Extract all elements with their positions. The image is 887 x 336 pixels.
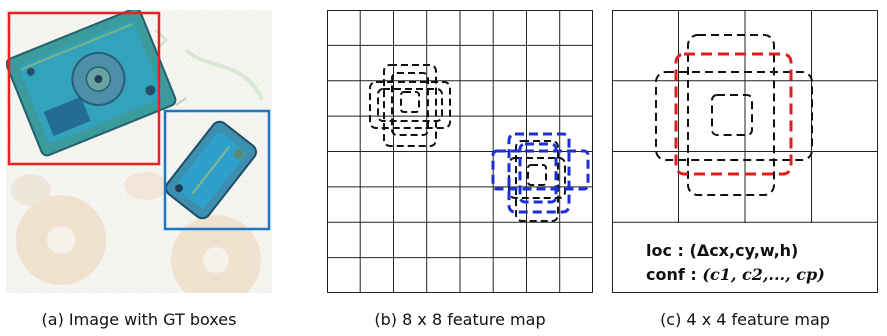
- caption-b: (b) 8 x 8 feature map: [327, 308, 593, 332]
- caption-a: (a) Image with GT boxes: [6, 308, 272, 332]
- caption-c: (c) 4 x 4 feature map: [612, 308, 878, 332]
- feature-map-8x8: [327, 10, 593, 293]
- conf-formula: (c1, c2,..., cp): [702, 265, 824, 284]
- loc-label: loc : (Δcx,cy,w,h): [646, 241, 798, 260]
- conf-label: conf : (c1, c2,..., cp): [646, 265, 825, 284]
- feature-map-4x4: loc : (Δcx,cy,w,h) conf : (c1, c2,..., c…: [612, 10, 878, 293]
- conf-prefix: conf :: [646, 265, 702, 284]
- gt-image-panel: [6, 10, 272, 293]
